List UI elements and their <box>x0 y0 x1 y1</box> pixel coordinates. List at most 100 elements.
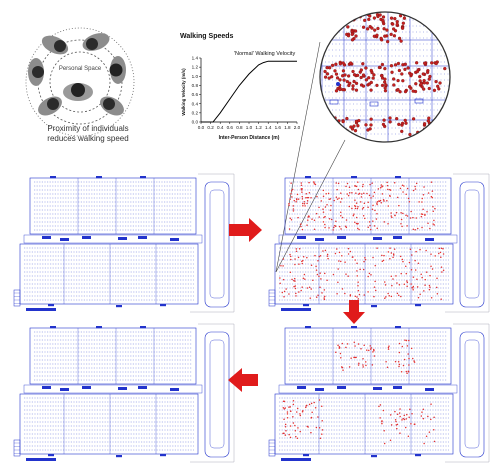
occupant-dot <box>440 256 442 258</box>
occupant-dot <box>311 218 313 220</box>
occupant-dot <box>360 196 363 198</box>
occupant-dot <box>354 199 356 201</box>
occupant-dot <box>281 291 284 294</box>
occupant-dot <box>299 223 302 226</box>
occupant-dot <box>428 288 431 291</box>
occupant-dot <box>310 402 313 405</box>
chart-x-tick-label: 1.0 <box>246 125 253 130</box>
occupant-dot <box>422 81 426 85</box>
occupant-dot <box>340 132 344 136</box>
occupant-dot <box>300 188 303 190</box>
occupant-dot <box>322 221 325 223</box>
occupant-dot <box>292 415 294 418</box>
occupant-dot <box>410 210 412 213</box>
occupant-dot <box>324 215 326 218</box>
occupant-dot <box>378 200 380 202</box>
occupant-dot <box>379 186 382 189</box>
occupant-dot <box>340 228 342 230</box>
occupant-dot <box>317 416 319 418</box>
occupant-dot <box>366 128 370 132</box>
occupant-dot <box>301 195 303 198</box>
occupant-dot <box>383 80 387 84</box>
chart-x-tick-label: 0.4 <box>217 125 224 130</box>
floor-plan-step4 <box>13 323 235 463</box>
occupant-dot <box>410 423 412 425</box>
occupant-dot <box>422 408 425 411</box>
occupant-dot <box>352 79 356 84</box>
occupant-dot <box>433 219 435 222</box>
occupant-dot <box>442 269 445 271</box>
occupant-dot <box>347 253 350 255</box>
occupant-dot <box>441 271 443 273</box>
occupant-dot <box>310 197 312 199</box>
occupant-dot <box>391 284 393 287</box>
occupant-dot <box>380 184 383 186</box>
occupant-dot <box>334 72 339 76</box>
occupant-dot <box>311 411 313 414</box>
central-person-icon <box>63 83 93 101</box>
chart-x-tick-label: 1.6 <box>275 125 282 130</box>
occupant-dot <box>373 355 376 357</box>
occupant-dot <box>422 417 425 420</box>
occupant-dot <box>351 207 353 210</box>
occupant-dot <box>369 80 373 85</box>
occupant-dot <box>428 284 431 287</box>
occupant-dot <box>336 248 338 250</box>
occupant-dot <box>323 69 327 74</box>
occupant-dot <box>355 356 357 359</box>
occupant-dot <box>306 256 308 259</box>
occupant-dot <box>300 225 302 228</box>
occupant-dot <box>338 197 340 199</box>
occupant-dot <box>430 181 433 183</box>
occupant-dot <box>344 261 346 263</box>
walking-speed-chart: Walking Speeds 'Normal' Walking Velocity… <box>180 33 301 141</box>
occupant-dot <box>427 192 430 194</box>
occupant-dot <box>359 268 361 271</box>
occupant-dot <box>403 89 408 94</box>
occupant-dot <box>313 401 315 404</box>
occupant-dot <box>419 248 421 251</box>
occupant-dot <box>428 74 432 79</box>
occupant-dot <box>429 286 431 288</box>
occupant-dot <box>319 286 321 288</box>
occupant-dot <box>425 271 428 273</box>
occupant-dot <box>362 268 365 271</box>
occupant-dot <box>332 273 335 276</box>
occupant-dot <box>329 209 332 211</box>
occupant-dot <box>302 259 304 262</box>
occupant-dot <box>383 254 385 257</box>
occupant-dot <box>418 201 420 203</box>
occupant-dot <box>310 288 312 290</box>
occupant-dot <box>393 248 396 250</box>
occupant-dot <box>383 34 387 38</box>
occupant-dot <box>401 258 404 261</box>
occupant-dot <box>327 76 331 80</box>
occupant-dot <box>390 212 392 214</box>
occupant-dot <box>319 437 322 440</box>
occupant-dot <box>338 78 342 82</box>
occupant-dot <box>367 291 369 293</box>
occupant-dot <box>300 289 302 292</box>
occupant-dot <box>340 192 342 194</box>
occupant-dot <box>334 252 337 255</box>
occupant-dot <box>364 361 367 363</box>
occupant-dot <box>354 119 359 124</box>
occupant-dot <box>322 195 325 197</box>
occupant-dot <box>289 425 292 427</box>
occupant-dot <box>308 215 310 217</box>
occupant-dot <box>369 348 372 350</box>
occupant-dot <box>322 211 325 213</box>
occupant-dot <box>403 418 406 421</box>
occupant-dot <box>420 273 422 276</box>
chart-title: Walking Speeds <box>180 33 234 40</box>
occupant-dot <box>402 16 407 20</box>
occupant-dot <box>297 216 299 219</box>
occupant-dot <box>420 415 423 417</box>
occupant-dot <box>341 366 344 369</box>
occupant-dot <box>354 185 356 187</box>
occupant-dot <box>295 292 297 295</box>
occupant-dot <box>374 264 377 267</box>
occupant-dot <box>401 21 405 25</box>
occupant-dot <box>295 250 298 253</box>
occupant-dot <box>323 298 326 301</box>
